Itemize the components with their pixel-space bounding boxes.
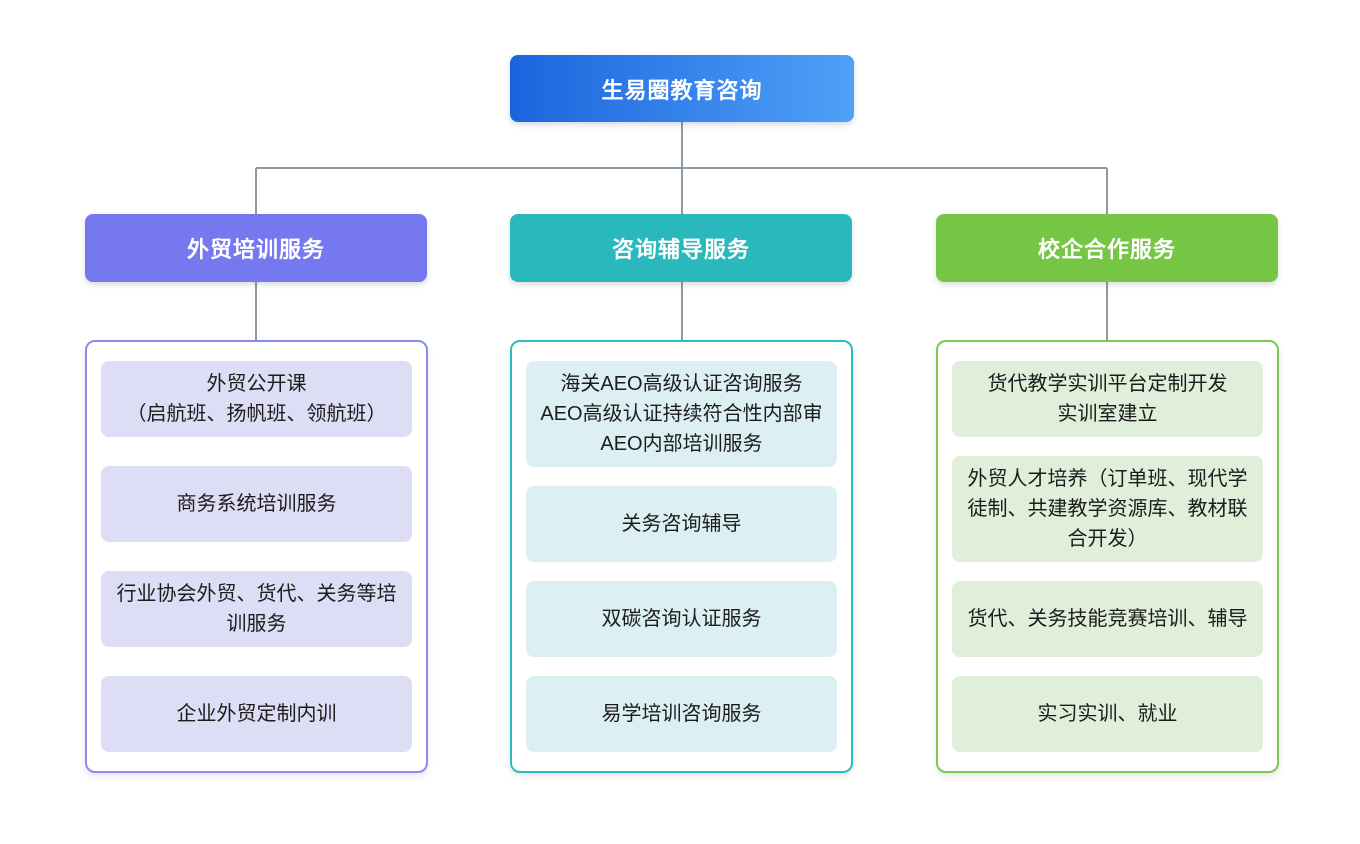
branch1-item-1: 外贸公开课 （启航班、扬帆班、领航班）: [101, 361, 412, 437]
branch-header-consulting-coaching: 咨询辅导服务: [510, 214, 852, 282]
root-node: 生易圈教育咨询: [510, 55, 854, 122]
branch2-item-4: 易学培训咨询服务: [526, 676, 837, 752]
branch2-item-2: 关务咨询辅导: [526, 486, 837, 562]
branch-header-school-enterprise-cooperation: 校企合作服务: [936, 214, 1278, 282]
group-school-enterprise-cooperation: 货代教学实训平台定制开发 实训室建立 外贸人才培养（订单班、现代学徒制、共建教学…: [936, 340, 1279, 773]
branch1-item-4: 企业外贸定制内训: [101, 676, 412, 752]
branch-header-foreign-trade-training: 外贸培训服务: [85, 214, 427, 282]
branch3-item-1: 货代教学实训平台定制开发 实训室建立: [952, 361, 1263, 437]
branch3-item-3: 货代、关务技能竞赛培训、辅导: [952, 581, 1263, 657]
group-foreign-trade-training: 外贸公开课 （启航班、扬帆班、领航班） 商务系统培训服务 行业协会外贸、货代、关…: [85, 340, 428, 773]
branch3-item-2: 外贸人才培养（订单班、现代学徒制、共建教学资源库、教材联合开发）: [952, 456, 1263, 562]
branch1-item-2: 商务系统培训服务: [101, 466, 412, 542]
branch1-item-3: 行业协会外贸、货代、关务等培训服务: [101, 571, 412, 647]
branch2-item-1: 海关AEO高级认证咨询服务 AEO高级认证持续符合性内部审 AEO内部培训服务: [526, 361, 837, 467]
branch2-item-3: 双碳咨询认证服务: [526, 581, 837, 657]
group-consulting-coaching: 海关AEO高级认证咨询服务 AEO高级认证持续符合性内部审 AEO内部培训服务 …: [510, 340, 853, 773]
branch3-item-4: 实习实训、就业: [952, 676, 1263, 752]
